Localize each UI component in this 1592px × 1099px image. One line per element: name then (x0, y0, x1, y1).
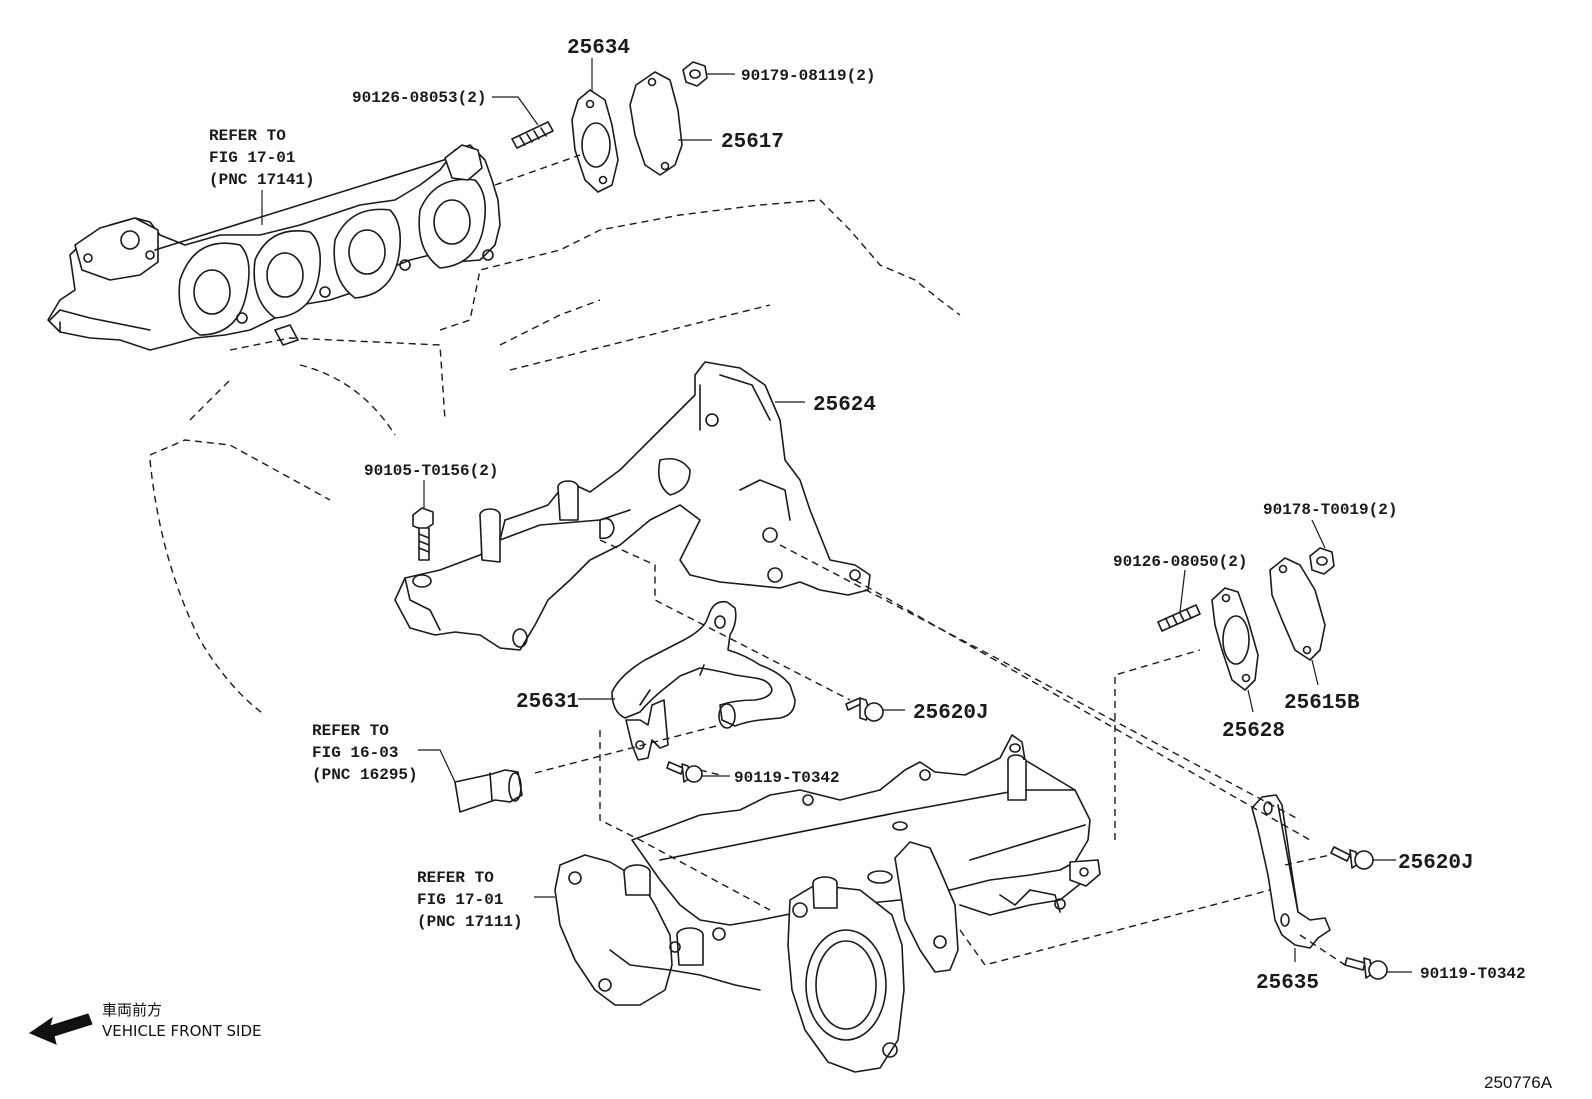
hose-assembly-25631[interactable] (611, 600, 796, 761)
refer-note-hose: REFER TO FIG 16-03 (PNC 16295) (312, 722, 418, 784)
refer-note-intake-manifold: REFER TO FIG 17-01 (PNC 17111) (417, 869, 523, 931)
label-90179-08119: 90179-08119(2) (741, 67, 875, 85)
gasket-25628[interactable] (1211, 587, 1259, 691)
engine-outline (149, 199, 961, 716)
label-90119-T0342-upper: 90119-T0342 (734, 769, 840, 787)
label-25620J-upper: 25620J (913, 702, 989, 725)
label-25617: 25617 (721, 131, 784, 154)
label-25631: 25631 (516, 691, 579, 714)
plate-25615B[interactable] (1269, 557, 1326, 661)
stud-90126-08053[interactable] (511, 121, 554, 149)
label-90126-08053: 90126-08053(2) (352, 89, 486, 107)
leader-lines (261, 58, 1412, 973)
refer-line-2: FIG 17-01 (209, 149, 295, 167)
vehicle-front-indicator: 車両前方 VEHICLE FRONT SIDE (28, 1001, 262, 1045)
bolt-25620J-upper[interactable] (845, 697, 884, 722)
refer-line-1: REFER TO (312, 722, 389, 740)
hose-stub[interactable] (454, 769, 523, 813)
label-25634: 25634 (567, 37, 630, 60)
label-25615B: 25615B (1284, 692, 1360, 715)
bolt-90119-T0342-lower[interactable] (1344, 957, 1388, 980)
refer-line-3: (PNC 17141) (209, 171, 315, 189)
label-90178-T0019: 90178-T0019(2) (1263, 501, 1397, 519)
label-25620J-lower: 25620J (1398, 852, 1474, 875)
refer-line-1: REFER TO (417, 869, 494, 887)
figure-number: 250776A (1484, 1073, 1553, 1092)
front-text-english: VEHICLE FRONT SIDE (102, 1022, 262, 1040)
label-25635: 25635 (1256, 972, 1319, 995)
nut-90178-T0019[interactable] (1309, 547, 1335, 575)
bracket-25635[interactable] (1251, 794, 1331, 949)
label-25624: 25624 (813, 394, 876, 417)
refer-line-3: (PNC 17111) (417, 913, 523, 931)
front-text-japanese: 車両前方 (102, 1001, 162, 1019)
refer-line-1: REFER TO (209, 127, 286, 145)
nut-90179-08119[interactable] (682, 61, 708, 87)
refer-line-3: (PNC 16295) (312, 766, 418, 784)
front-arrow-icon (28, 1013, 93, 1045)
label-25628: 25628 (1222, 720, 1285, 743)
refer-line-2: FIG 16-03 (312, 744, 398, 762)
stud-90126-08050[interactable] (1157, 604, 1201, 632)
label-90119-T0342-lower: 90119-T0342 (1420, 965, 1526, 983)
exhaust-manifold[interactable] (47, 144, 501, 351)
refer-line-2: FIG 17-01 (417, 891, 503, 909)
label-90126-08050: 90126-08050(2) (1113, 553, 1247, 571)
refer-note-exhaust-manifold: REFER TO FIG 17-01 (PNC 17141) (209, 127, 315, 189)
assembly-lines (534, 539, 1346, 966)
bolt-90105-T0156[interactable] (412, 480, 434, 561)
label-90105-T0156: 90105-T0156(2) (364, 462, 498, 480)
bolt-90119-T0342-upper[interactable] (666, 761, 703, 783)
plate-25617[interactable] (629, 71, 683, 176)
egr-pipe-25624[interactable] (394, 361, 871, 651)
gasket-25634[interactable] (571, 89, 619, 193)
intake-manifold[interactable] (554, 734, 1101, 1073)
bolt-25620J-lower[interactable] (1330, 846, 1374, 870)
